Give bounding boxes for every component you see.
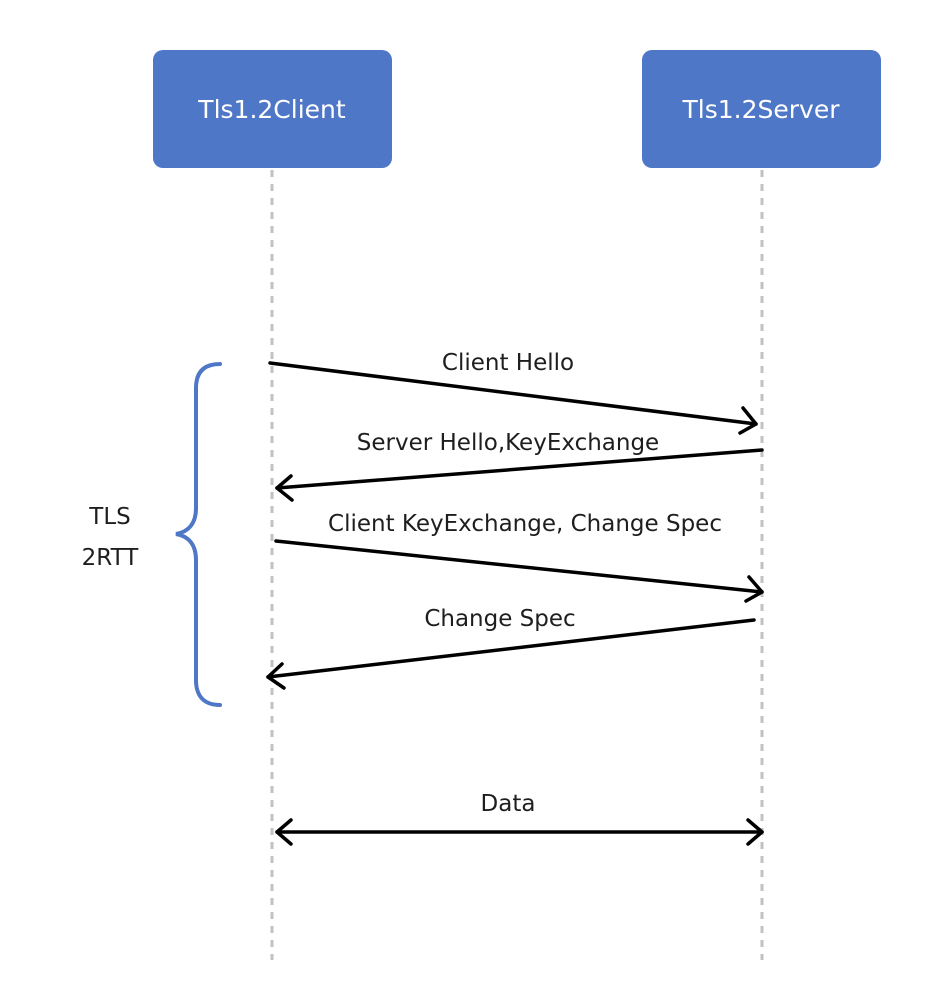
server-actor-label: Tls1.2Server	[682, 95, 841, 124]
arrowhead-right-icon	[746, 818, 764, 846]
arrowhead-left-icon	[275, 474, 294, 502]
message-label: Data	[481, 791, 536, 817]
arrowhead-right-icon	[744, 575, 764, 603]
message-label: Client KeyExchange, Change Spec	[328, 511, 722, 537]
client-actor-box	[153, 50, 392, 168]
group-label-line1: TLS	[88, 504, 130, 530]
arrowhead-left-icon	[275, 818, 293, 846]
message-arrow-line	[268, 361, 758, 426]
message-arrow-line	[266, 618, 756, 679]
message-arrow-line	[274, 539, 764, 594]
message-change-spec: Change Spec	[266, 606, 756, 690]
client-actor-label: Tls1.2Client	[197, 95, 346, 124]
server-actor: Tls1.2Server	[642, 50, 881, 168]
message-label: Client Hello	[442, 350, 574, 376]
message-arrow-line	[275, 448, 764, 490]
message-client-hello: Client Hello	[268, 350, 758, 435]
server-actor-box	[642, 50, 881, 168]
group-label: TLS 2RTT	[82, 504, 140, 571]
group-label-line2: 2RTT	[82, 545, 140, 571]
message-label: Server Hello,KeyExchange	[357, 430, 659, 456]
message-label: Change Spec	[424, 606, 575, 632]
curly-brace-icon	[175, 362, 222, 707]
arrowhead-left-icon	[266, 662, 286, 690]
arrowhead-right-icon	[738, 406, 758, 435]
message-server-hello: Server Hello,KeyExchange	[275, 430, 764, 502]
client-actor: Tls1.2Client	[153, 50, 392, 168]
message-client-keyexchange: Client KeyExchange, Change Spec	[274, 511, 764, 603]
message-data: Data	[275, 791, 764, 846]
